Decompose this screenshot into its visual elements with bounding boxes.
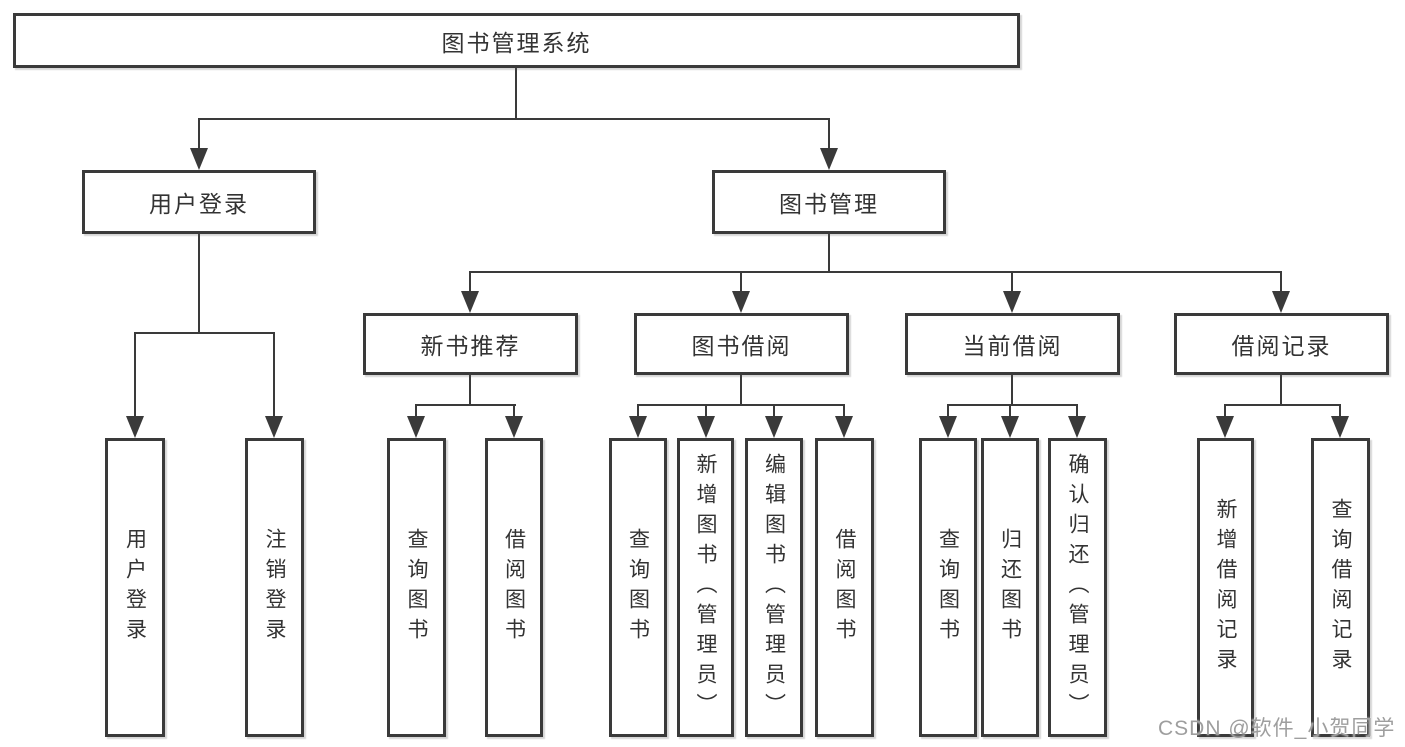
- connector-line: [469, 271, 471, 293]
- node-label: 归还图书: [998, 527, 1022, 648]
- leaf-add-book-admin: 新增图书（管理员）: [677, 438, 734, 737]
- connector-line: [515, 68, 517, 119]
- node-label: 编辑图书（管理员）: [762, 452, 786, 723]
- connector-line: [198, 118, 830, 120]
- node-label: 当前借阅: [962, 333, 1063, 359]
- arrowhead: [820, 148, 838, 170]
- connector-line: [1280, 271, 1282, 293]
- node-new-book-recommendation: 新书推荐: [363, 313, 578, 375]
- node-book-borrowing: 图书借阅: [634, 313, 849, 375]
- node-borrowing-records: 借阅记录: [1174, 313, 1389, 375]
- connector-line: [1280, 375, 1282, 405]
- node-label: 新书推荐: [420, 333, 521, 359]
- node-label: 图书管理系统: [441, 29, 592, 56]
- node-library-management-system: 图书管理系统: [13, 13, 1020, 68]
- connector-line: [1009, 404, 1011, 420]
- connector-line: [415, 404, 516, 406]
- connector-line: [740, 375, 742, 405]
- arrowhead: [461, 291, 479, 313]
- arrowhead: [835, 416, 853, 438]
- arrowhead: [1272, 291, 1290, 313]
- leaf-logout: 注销登录: [245, 438, 304, 737]
- arrowhead: [629, 416, 647, 438]
- leaf-confirm-return-admin: 确认归还（管理员）: [1048, 438, 1107, 737]
- arrowhead: [1001, 416, 1019, 438]
- leaf-query-borrow-record: 查询借阅记录: [1311, 438, 1370, 737]
- csdn-watermark: CSDN @软件_小贺同学: [1158, 717, 1396, 740]
- node-label: 注销登录: [263, 527, 286, 648]
- connector-line: [415, 404, 417, 420]
- arrowhead: [1068, 416, 1086, 438]
- leaf-recommend-query-books: 查询图书: [387, 438, 446, 737]
- leaf-user-login: 用户登录: [105, 438, 165, 737]
- connector-line: [947, 404, 949, 420]
- connector-line: [198, 234, 200, 333]
- connector-line: [1224, 404, 1226, 420]
- node-label: 新增图书（管理员）: [694, 452, 717, 723]
- node-current-borrowing: 当前借阅: [905, 313, 1120, 375]
- node-label: 借阅图书: [833, 527, 856, 648]
- node-label: 用户登录: [123, 527, 147, 648]
- arrowhead: [732, 291, 750, 313]
- connector-line: [828, 118, 830, 150]
- connector-line: [134, 332, 136, 418]
- connector-line: [740, 271, 742, 293]
- leaf-recommend-borrow-books: 借阅图书: [485, 438, 543, 737]
- leaf-edit-book-admin: 编辑图书（管理员）: [745, 438, 803, 737]
- arrowhead: [1331, 416, 1349, 438]
- connector-line: [705, 404, 707, 420]
- connector-line: [1011, 375, 1013, 405]
- node-label: 借阅记录: [1231, 333, 1332, 359]
- connector-line: [637, 404, 845, 406]
- node-label: 借阅图书: [502, 527, 526, 648]
- connector-line: [773, 404, 775, 420]
- connector-line: [947, 404, 1078, 406]
- connector-line: [469, 375, 471, 405]
- arrowhead: [126, 416, 144, 438]
- leaf-current-query-books: 查询图书: [919, 438, 977, 737]
- node-label: 图书借阅: [691, 333, 792, 359]
- connector-line: [469, 271, 1282, 273]
- arrowhead: [505, 416, 523, 438]
- node-label: 新增借阅记录: [1214, 497, 1237, 678]
- arrowhead: [190, 148, 208, 170]
- arrowhead: [265, 416, 283, 438]
- node-label: 查询借阅记录: [1329, 497, 1352, 678]
- connector-line: [134, 332, 275, 334]
- connector-line: [843, 404, 845, 420]
- leaf-borrow-books: 借阅图书: [815, 438, 874, 737]
- connector-line: [198, 118, 200, 150]
- connector-line: [1224, 404, 1341, 406]
- connector-line: [1339, 404, 1341, 420]
- arrowhead: [1216, 416, 1234, 438]
- connector-line: [828, 234, 830, 272]
- connector-line: [1076, 404, 1078, 420]
- leaf-add-borrow-record: 新增借阅记录: [1197, 438, 1254, 737]
- node-user-login: 用户登录: [82, 170, 316, 234]
- node-label: 确认归还（管理员）: [1066, 452, 1089, 723]
- node-label: 查询图书: [405, 527, 428, 648]
- connector-line: [513, 404, 515, 420]
- arrowhead: [939, 416, 957, 438]
- arrowhead: [407, 416, 425, 438]
- connector-line: [273, 332, 275, 418]
- node-label: 图书管理: [779, 191, 879, 217]
- leaf-borrowing-query-books: 查询图书: [609, 438, 667, 737]
- arrowhead: [1003, 291, 1021, 313]
- connector-line: [1011, 271, 1013, 293]
- arrowhead: [765, 416, 783, 438]
- node-label: 查询图书: [936, 527, 960, 648]
- leaf-return-book: 归还图书: [981, 438, 1039, 737]
- node-label: 用户登录: [149, 191, 249, 217]
- connector-line: [637, 404, 639, 420]
- node-book-management: 图书管理: [712, 170, 946, 234]
- node-label: 查询图书: [626, 527, 650, 648]
- arrowhead: [697, 416, 715, 438]
